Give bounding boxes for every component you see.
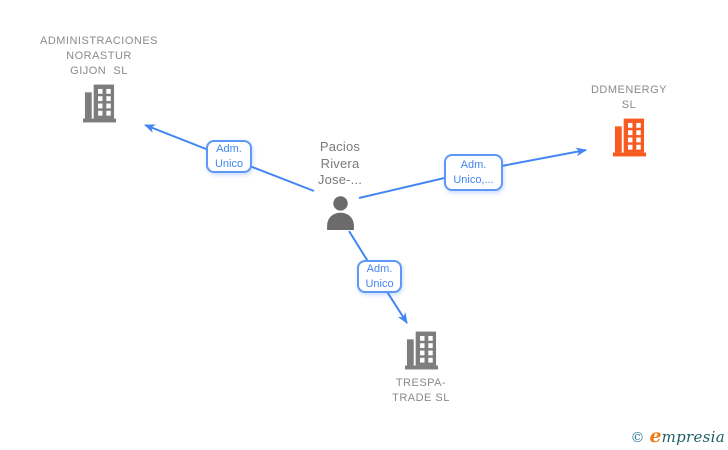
building-icon bbox=[82, 84, 116, 123]
empresia-logo-initial: e bbox=[649, 425, 662, 447]
company-name: ADMINISTRACIONES NORASTUR GIJON SL bbox=[39, 35, 158, 77]
empresia-watermark[interactable]: © e mpresia bbox=[630, 425, 725, 447]
node-person-pacios-rivera-jose[interactable]: Pacios Rivera Jose-... bbox=[270, 139, 410, 230]
building-icon bbox=[404, 331, 438, 370]
node-company-administraciones-norastur-gijon-sl[interactable]: ADMINISTRACIONES NORASTUR GIJON SL bbox=[29, 34, 169, 123]
edge-label-adm-unico-administraciones[interactable]: Adm. Unico bbox=[206, 140, 252, 173]
copyright-icon: © bbox=[630, 430, 645, 446]
edge-label-adm-unico-ddmenergy[interactable]: Adm. Unico,... bbox=[444, 154, 503, 191]
person-name: Pacios Rivera Jose-... bbox=[317, 139, 363, 187]
node-company-trespa-trade-sl[interactable]: TRESPA- TRADE SL bbox=[351, 331, 491, 406]
building-icon bbox=[612, 118, 646, 157]
edge-label-adm-unico-trespa[interactable]: Adm. Unico bbox=[357, 260, 402, 293]
node-company-ddmenergy-sl[interactable]: DDMENERGY SL bbox=[559, 83, 699, 157]
company-name: DDMENERGY SL bbox=[590, 84, 667, 111]
empresia-logo-text: mpresia bbox=[661, 428, 725, 446]
company-name: TRESPA- TRADE SL bbox=[392, 377, 450, 404]
person-icon bbox=[326, 195, 354, 230]
